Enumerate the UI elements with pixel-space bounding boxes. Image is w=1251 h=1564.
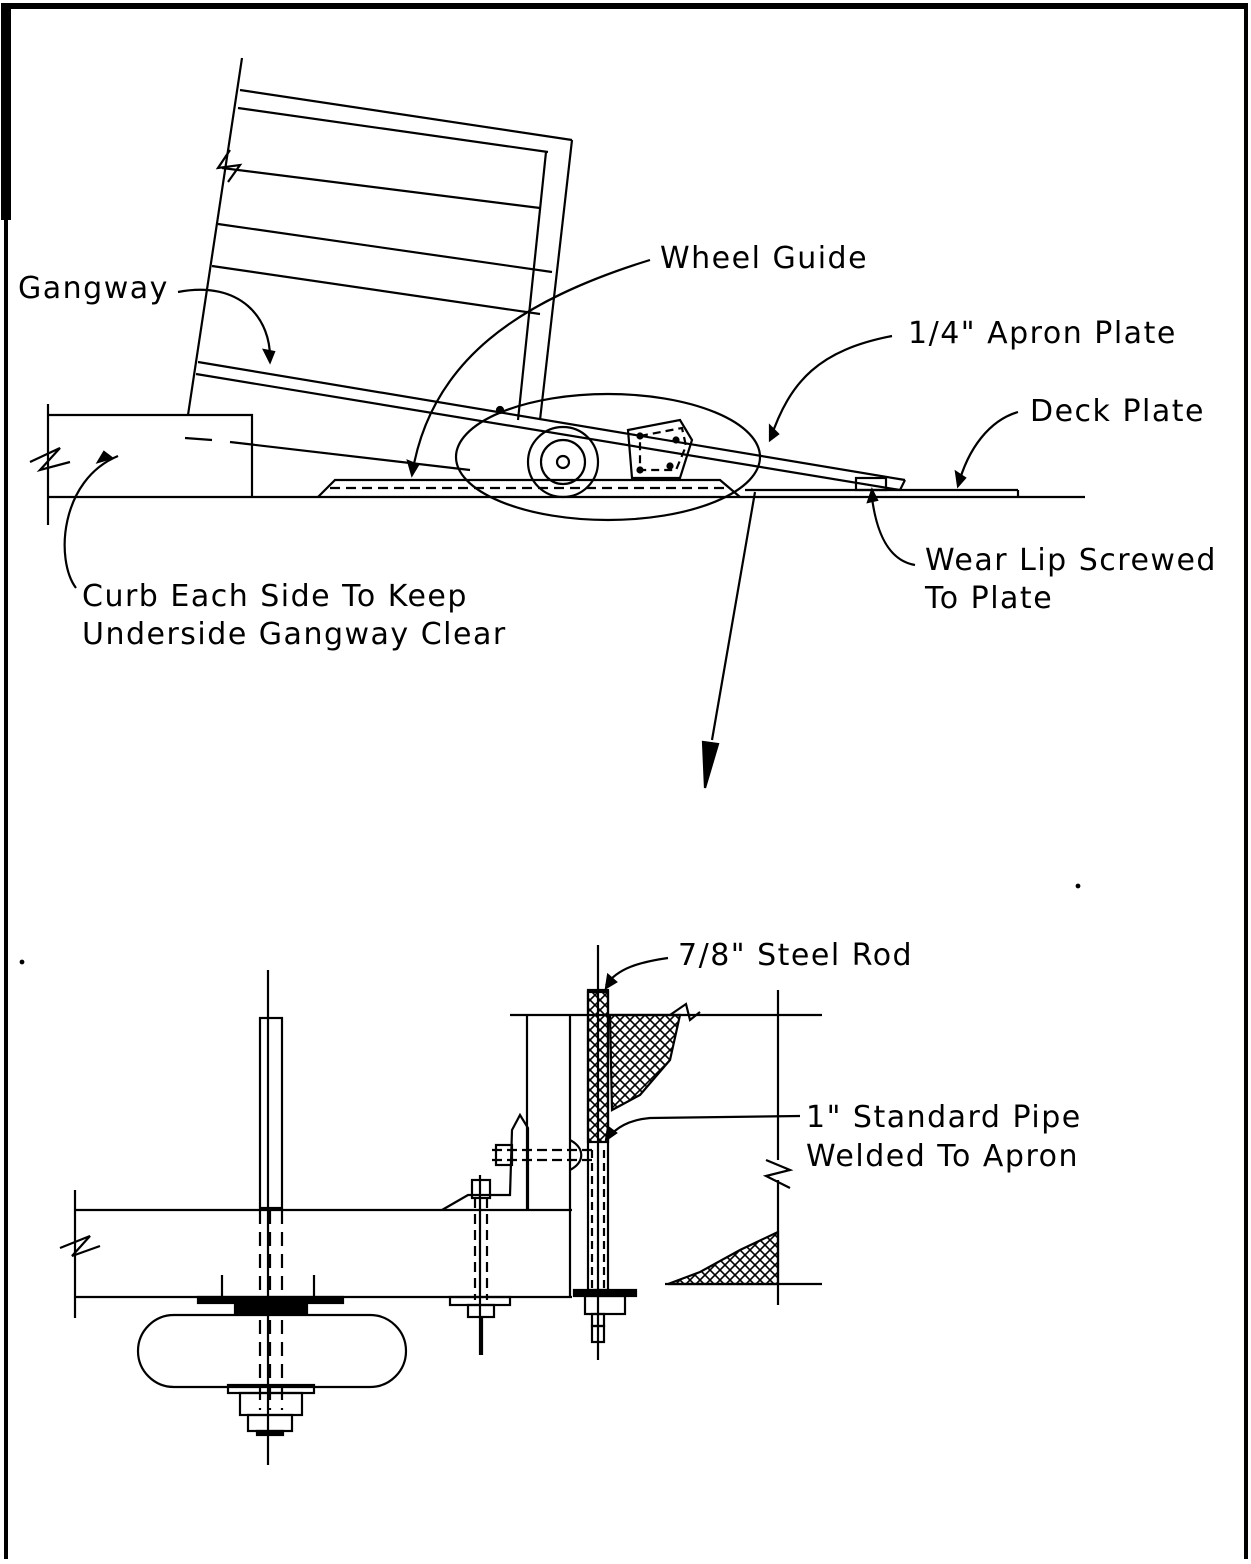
wheel-axle (136, 970, 408, 1465)
apron-section-view (19, 883, 1081, 1465)
wheel-assembly (495, 405, 694, 499)
label-wear-lip-line2: To Plate (924, 581, 1053, 616)
label-curb-line2: Underside Gangway Clear (82, 617, 507, 652)
leader-lines (63, 258, 1019, 589)
gangway-elevation-view (29, 57, 1085, 789)
curb-block (29, 404, 471, 525)
section-arrowhead (701, 740, 720, 789)
section-arrow (710, 491, 757, 741)
label-pipe-line2: Welded To Apron (806, 1139, 1079, 1174)
label-curb-line1: Curb Each Side To Keep (82, 579, 468, 614)
steel-rod-and-pipe (572, 945, 638, 1360)
detail-callout-ellipse (454, 392, 762, 522)
deck-section (510, 990, 822, 1305)
label-apron-plate: 1/4" Apron Plate (908, 316, 1177, 351)
bolt-bracket (441, 1015, 598, 1355)
gangway-truss (186, 57, 906, 492)
labels: Gangway Wheel Guide 1/4" Apron Plate Dec… (18, 241, 1217, 1174)
wheel-guide-rail (317, 478, 741, 498)
label-deck-plate: Deck Plate (1030, 394, 1205, 429)
label-gangway: Gangway (18, 271, 169, 306)
label-wear-lip-line1: Wear Lip Screwed (925, 543, 1217, 578)
label-wheel-guide: Wheel Guide (660, 241, 868, 276)
lower-leader-lines (604, 956, 801, 1143)
label-pipe-line1: 1" Standard Pipe (806, 1100, 1082, 1135)
sheet-border (1, 3, 1248, 1559)
label-steel-rod: 7/8" Steel Rod (678, 938, 913, 973)
